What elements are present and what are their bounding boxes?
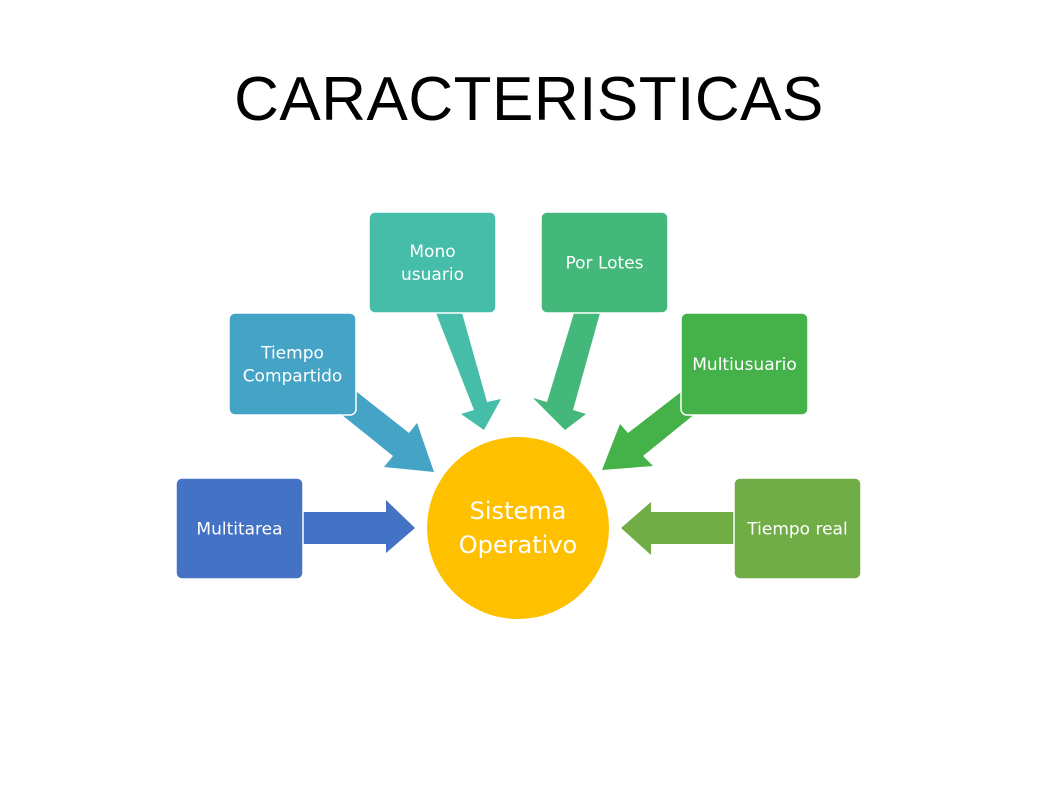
arrow-tiempo-real	[621, 502, 734, 555]
center-label: Sistema	[470, 497, 567, 525]
node-multiusuario: Multiusuario	[680, 312, 809, 416]
arrow-por-lotes	[533, 313, 600, 430]
slide-title: CARACTERISTICAS	[234, 65, 824, 134]
node-box-tiempo-real	[733, 477, 862, 580]
arrow-tiempo-compartido	[342, 392, 434, 472]
node-label-tiempo-compartido: Compartido	[243, 367, 343, 387]
node-label-tiempo-compartido: Tiempo	[260, 344, 324, 364]
node-label-multitarea: Multitarea	[196, 520, 282, 540]
arrow-mono-usuario	[436, 313, 501, 430]
arrow-multiusuario	[602, 392, 696, 470]
node-box-mono-usuario	[368, 211, 497, 314]
node-label-multiusuario: Multiusuario	[692, 355, 797, 375]
node-label-mono-usuario: Mono	[409, 242, 455, 262]
node-por-lotes: Por Lotes	[540, 211, 669, 314]
node-box-por-lotes	[540, 211, 669, 314]
node-box-tiempo-compartido	[228, 312, 357, 416]
node-box-multiusuario	[680, 312, 809, 416]
arrow-multitarea	[303, 500, 415, 553]
arrows-layer	[303, 313, 734, 555]
center-circle	[427, 437, 609, 619]
center-label: Operativo	[459, 531, 577, 559]
node-mono-usuario: Mono usuario	[368, 211, 497, 314]
node-label-mono-usuario: usuario	[401, 265, 464, 285]
node-label-tiempo-real: Tiempo real	[746, 520, 847, 540]
node-multitarea: Multitarea	[175, 477, 304, 580]
node-label-por-lotes: Por Lotes	[566, 254, 644, 274]
node-box-multitarea	[175, 477, 304, 580]
node-tiempo-real: Tiempo real	[733, 477, 862, 580]
